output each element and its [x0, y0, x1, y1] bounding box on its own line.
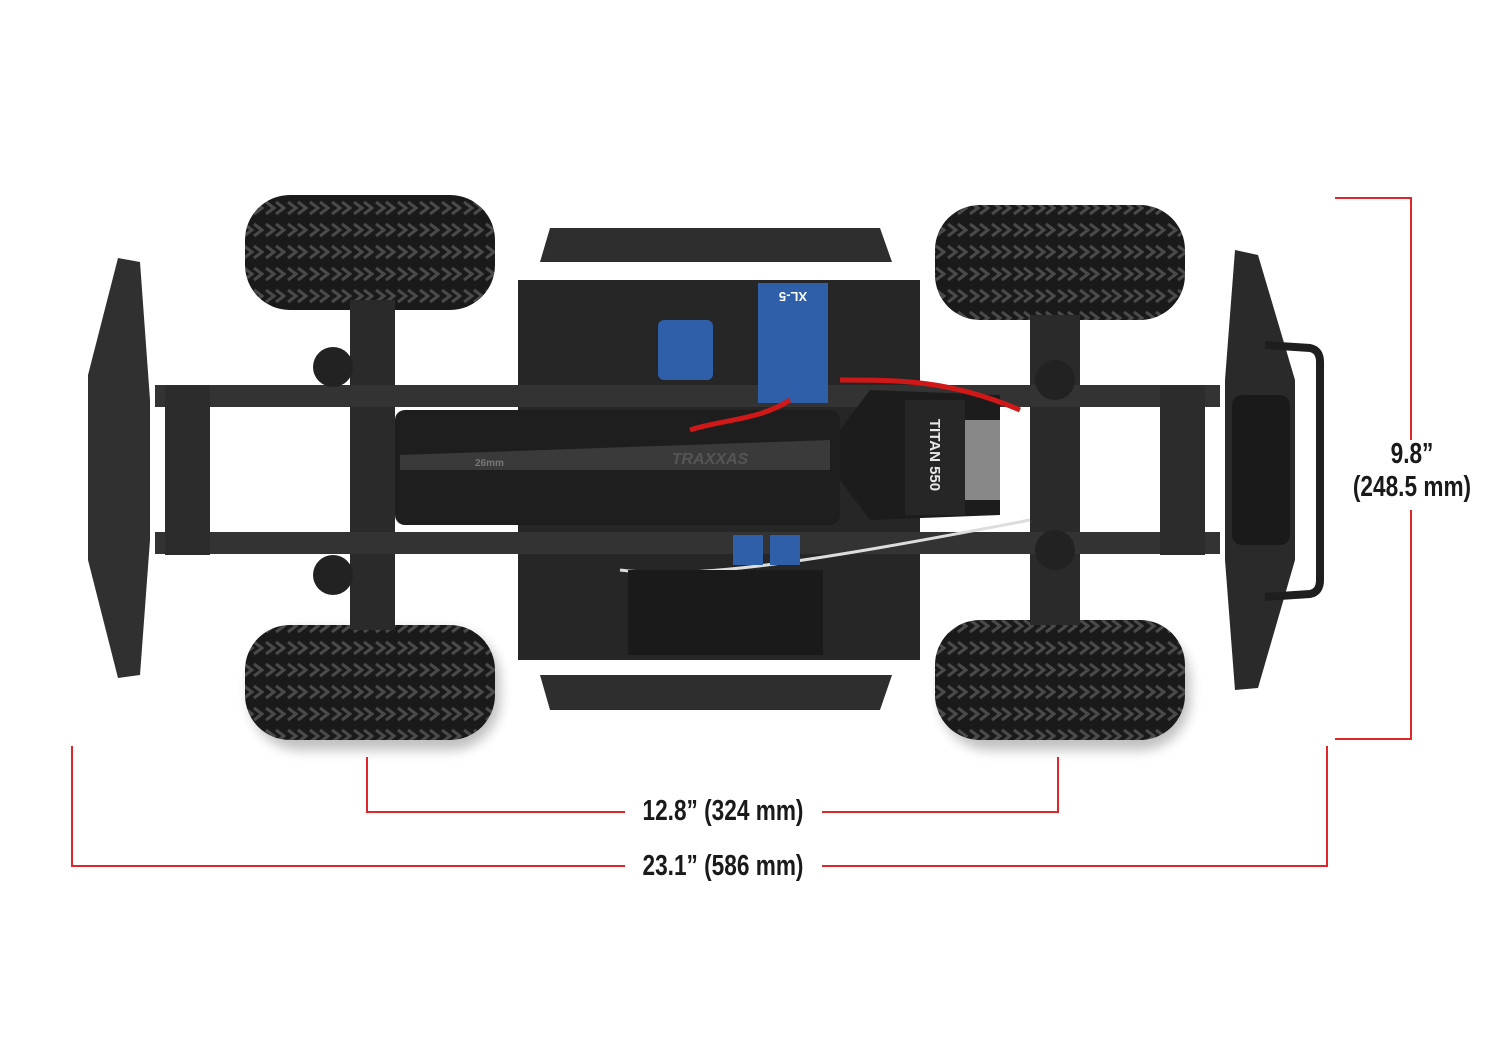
- rock-slider-top: [540, 228, 892, 262]
- length-label: 23.1” (586 mm): [642, 850, 804, 882]
- height-label-mm: (248.5 mm): [1352, 471, 1472, 503]
- height-line-top: [1335, 197, 1412, 440]
- front-axle: [350, 300, 395, 630]
- rear-tube-bar: [1264, 341, 1324, 601]
- receiver-box: [628, 570, 823, 655]
- tire-rear-left: [935, 205, 1185, 320]
- spare-tire-mount: [1232, 395, 1290, 545]
- tire-front-left: [245, 195, 495, 310]
- dimension-lines: [71, 197, 1412, 867]
- esc-decal: XL-5: [779, 289, 807, 304]
- length-line-left: [71, 746, 625, 867]
- length-line-right: [822, 746, 1328, 867]
- rock-slider-bottom: [540, 675, 892, 710]
- wire: [689, 397, 792, 433]
- rear-crossmember: [1160, 385, 1205, 555]
- height-label-in: 9.8”: [1390, 438, 1434, 470]
- tire-front-right: [245, 625, 495, 740]
- wheelbase-label: 12.8” (324 mm): [642, 795, 804, 827]
- brand-decal: TRAXXAS: [672, 451, 749, 468]
- height-line-bottom: [1335, 510, 1412, 740]
- esc: [758, 283, 828, 403]
- wheelbase-line-right: [822, 757, 1059, 813]
- frame-rail-bottom: [155, 532, 1220, 554]
- front-bumper: [88, 258, 150, 678]
- front-crossmember: [165, 385, 210, 555]
- tray-decal: 26mm: [475, 458, 504, 469]
- wheelbase-line-left: [366, 757, 625, 813]
- tire-rear-right: [935, 620, 1185, 740]
- steering-servo: [658, 320, 713, 380]
- motor-decal: TITAN 550: [926, 419, 943, 491]
